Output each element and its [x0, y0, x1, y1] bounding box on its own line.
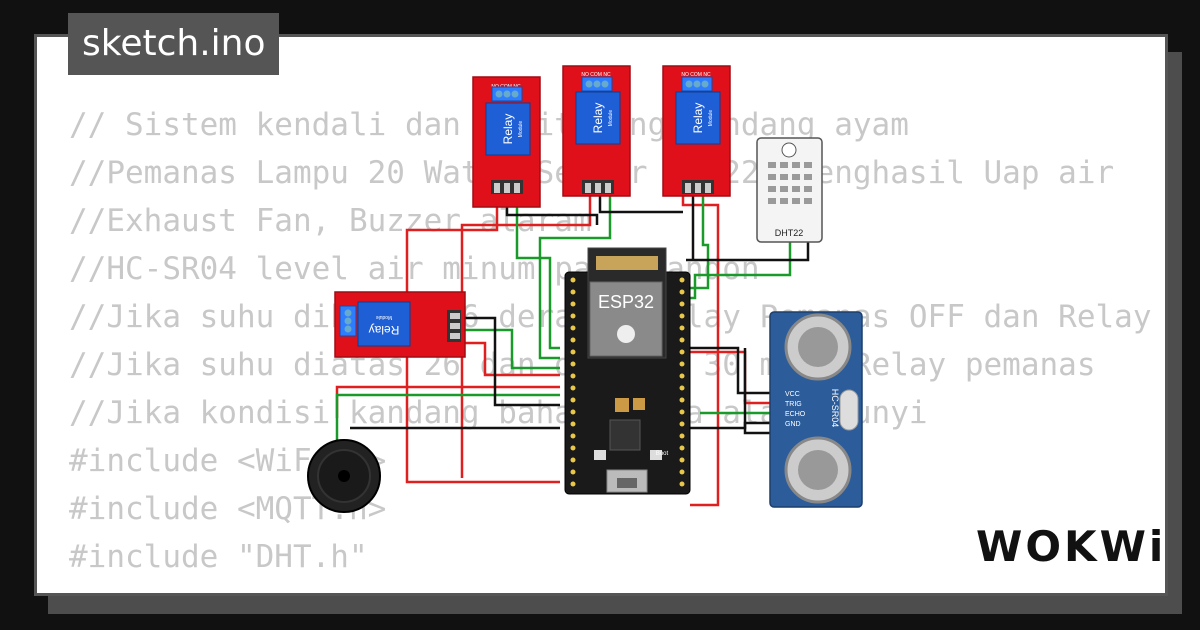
relay-1-title: Relay: [501, 114, 515, 145]
hcsr04-sensor[interactable]: HC-SR04 VCC TRIG ECHO GND: [769, 311, 863, 508]
dht22-label: DHT22: [775, 228, 804, 238]
sketch-filename-tab[interactable]: sketch.ino: [68, 13, 280, 75]
esp32-pins-left: [570, 277, 576, 487]
esp32-label: ESP32: [598, 292, 654, 312]
hcsr04-pin-gnd: GND: [785, 421, 801, 428]
esp32-boot-label: Boot: [656, 451, 669, 457]
relay-1-subtitle: Module: [518, 121, 524, 138]
relay-3-top-pins: NO COM NC: [681, 72, 711, 78]
hcsr04-label: HC-SR04: [830, 389, 840, 428]
relay-4-subtitle: Module: [376, 314, 393, 320]
buzzer[interactable]: [307, 439, 381, 513]
hcsr04-pin-trig: TRIG: [785, 401, 802, 408]
esp32-board[interactable]: ESP32 Boot: [564, 247, 691, 495]
hcsr04-pin-echo: ECHO: [785, 411, 806, 418]
dht22-sensor[interactable]: DHT22: [756, 137, 823, 243]
code-line: //Exhaust Fan, Buzzer alaram: [69, 203, 592, 239]
code-line: #include "DHT.h": [69, 539, 368, 575]
relay-module-1[interactable]: NO COM NC Relay Module: [472, 76, 541, 208]
relay-2-top-pins: NO COM NC: [581, 72, 611, 78]
relay-3-subtitle: Module: [708, 110, 714, 127]
wokwi-logo: WOKWi: [976, 522, 1167, 571]
hcsr04-pin-vcc: VCC: [785, 391, 800, 398]
relay-module-4[interactable]: Relay Module: [334, 291, 466, 358]
relay-2-title: Relay: [591, 103, 605, 134]
esp32-pins-right: [679, 277, 685, 487]
relay-2-subtitle: Module: [608, 110, 614, 127]
relay-3-title: Relay: [691, 103, 705, 134]
relay-4-title: Relay: [369, 323, 400, 337]
relay-module-3[interactable]: NO COM NC Relay Module: [662, 65, 731, 197]
relay-module-2[interactable]: NO COM NC Relay Module: [562, 65, 631, 197]
